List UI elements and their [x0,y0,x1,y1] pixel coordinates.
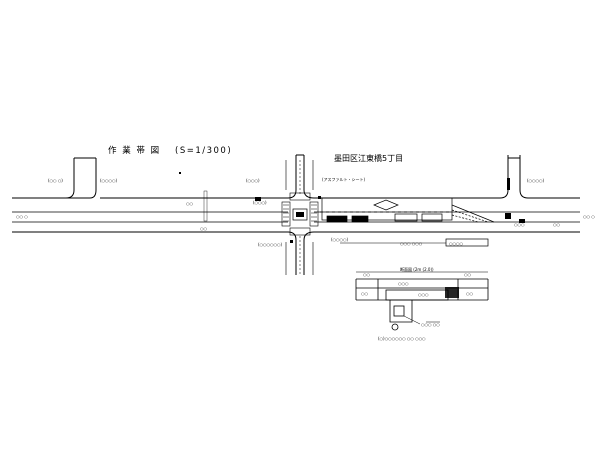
mid-road-left-label: ○○ [200,226,207,231]
box-label: ○○○○ [449,241,463,246]
intersection [281,192,319,236]
work-vehicle-1 [326,215,348,223]
crosswalk-south [289,227,311,236]
lane-mark-left: ○○ [186,201,193,206]
worksite-box [445,238,489,247]
taper-line [451,204,495,223]
north-mid-road-label: (○○○) [246,178,260,183]
south-road-label: (○○○○○○) [258,242,283,247]
map-labels: ○○ ○ ○○ ○ (○○ ○) (○○○○) (○○○) (○○○○) (アス… [16,177,595,247]
intersection-box [292,208,308,221]
work-vehicle-2 [351,215,369,223]
inset-label-4: ○○○ [418,292,429,297]
diagram-title: 作 業 帯 図 [108,145,161,156]
crosswalk-west [281,201,291,227]
crosswalk-east [309,201,319,227]
place-name: 墨田区江東橋5丁目 [334,153,403,163]
inset-label-1: ○○ [363,272,370,277]
north-left-road-label: (○○○○) [100,178,118,183]
junction-note: (○○○) [253,200,267,205]
bottom-note: ○○○ ○○○ [400,241,423,246]
street-top-right-label: (○○○○) [527,178,545,183]
work-vehicle-3 [394,213,418,222]
markers [179,172,525,243]
left-block-label: (○○ ○) [48,178,63,183]
work-area-outline [321,197,453,221]
work-zone [320,197,495,247]
work-vehicle-4 [421,213,443,222]
inset-label-2: ○○ [464,272,471,277]
crosswalk-north [289,192,311,201]
zone-label: (アスファルト・シート) [322,177,366,182]
side-label-right: ○○ ○ [583,214,595,219]
barrier-diamond [373,199,399,211]
inset-note: (○)○○○○○○ ○○ ○○○ [378,336,426,341]
inset-label-6: ○○ [466,291,473,296]
inset-title: 断面図 (2m (2.0)) [400,266,434,272]
worksite-note: (○○○○) [331,237,349,242]
right-note: ○○○ [514,222,525,227]
traffic-signal [296,212,304,217]
inset-label-5: ○○ [361,291,368,296]
lane-mark-right: ○○ [553,222,560,227]
inset-note-right: ○○○ ○○ [421,322,440,327]
inset-label-3: ○○○ [398,281,409,286]
cross-road [285,154,314,275]
cross-section-inset: 断面図 (2m (2.0)) ○○ ○○ ○○○ ○○○ ○○ ○○ (○)○○… [355,266,489,341]
side-label-left: ○○ ○ [16,214,28,219]
diagram-scale: (S=1/300) [175,146,232,156]
